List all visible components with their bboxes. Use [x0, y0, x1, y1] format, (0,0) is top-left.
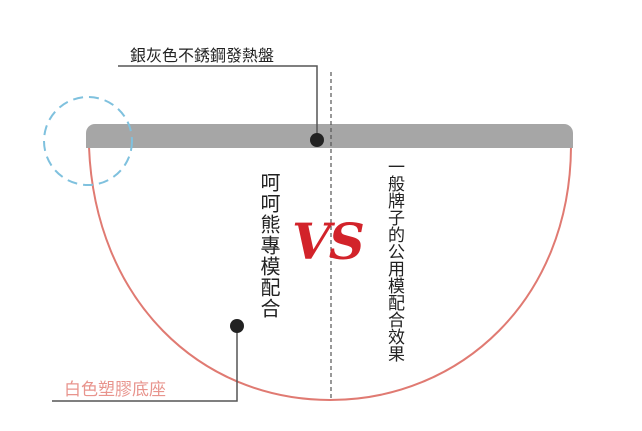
detail-highlight-circle — [43, 96, 133, 186]
plastic-base-label: 白色塑膠底座 — [64, 380, 166, 400]
heating-plate-bottom — [86, 136, 573, 148]
plastic-base-bowl — [88, 146, 572, 402]
plate-leader-line — [118, 65, 318, 140]
heating-plate-label: 銀灰色不銹鋼發熱盤 — [130, 46, 275, 65]
left-side-label: 呵呵熊專模配合 — [257, 172, 281, 319]
base-leader-line — [52, 326, 238, 402]
base-leader-dot — [230, 319, 244, 333]
plate-leader-dot — [310, 133, 324, 147]
right-side-label: 一般牌子的公用模配合效果 — [384, 158, 404, 362]
versus-label: VS — [292, 212, 365, 271]
